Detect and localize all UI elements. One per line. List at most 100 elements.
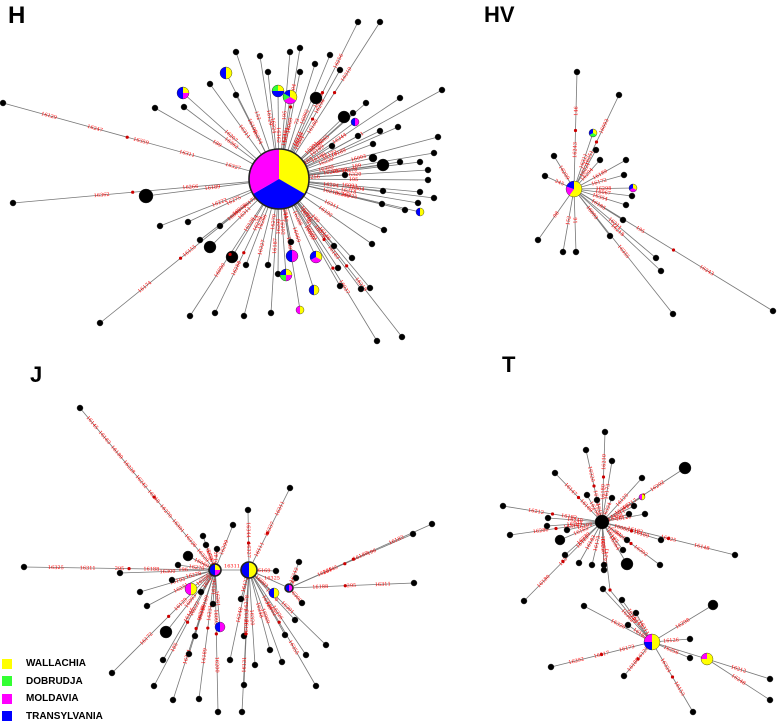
- haplotype-node: [593, 496, 601, 504]
- mutation-label: 16344: [245, 522, 251, 538]
- haplotype-node: [195, 695, 203, 703]
- network-edge: [278, 178, 403, 338]
- network-edge: [248, 569, 286, 636]
- mutation-label: 16261: [213, 590, 220, 606]
- mutation-label: 91: [304, 219, 313, 228]
- mutation-label: 16300: [159, 569, 175, 575]
- haplotype-outline: [272, 567, 280, 575]
- haplotype-node: [379, 187, 387, 195]
- haplotype-outline: [700, 652, 714, 666]
- haplotype-sector: [620, 217, 626, 223]
- median-vector: [214, 632, 218, 636]
- haplotype-sector: [642, 494, 645, 500]
- haplotype-node: [168, 576, 176, 584]
- haplotype-sector: [639, 494, 642, 500]
- haplotype-sector: [327, 52, 333, 58]
- median-vector: [127, 567, 131, 571]
- haplotype-node: [341, 171, 349, 179]
- haplotype-outline: [326, 51, 334, 59]
- haplotype-sector: [363, 100, 369, 106]
- network-edge: [573, 187, 634, 190]
- haplotype-node: [559, 248, 567, 256]
- mutation-label: 16093: [285, 236, 293, 253]
- haplotype-sector: [355, 133, 361, 139]
- haplotype-node: [376, 158, 390, 172]
- haplotype-node: [268, 587, 280, 599]
- haplotype-sector: [770, 308, 776, 314]
- mutation-label: 16311: [80, 565, 96, 571]
- haplotype-sector: [626, 511, 632, 517]
- haplotype-node: [240, 312, 248, 320]
- mutation-label: 16126: [663, 637, 679, 644]
- mutation-label: 16284: [280, 202, 289, 219]
- haplotype-outline: [168, 576, 176, 584]
- haplotype-outline: [309, 91, 323, 105]
- network-edge: [706, 658, 771, 680]
- mutation-label: 16182: [627, 526, 644, 536]
- haplotype-sector: [652, 634, 660, 650]
- legend-swatch-wallachia: [2, 658, 12, 669]
- haplotype-outline: [620, 672, 628, 680]
- haplotype-outline: [376, 18, 384, 26]
- haplotype-node: [731, 551, 739, 559]
- median-vector: [671, 248, 676, 252]
- haplotype-sector: [355, 19, 361, 25]
- haplotype-outline: [302, 651, 310, 659]
- haplotype-node: [322, 641, 330, 649]
- legend-swatch-transylvania: [2, 711, 12, 722]
- haplotype-outline: [108, 669, 116, 677]
- haplotype-node: [499, 502, 507, 510]
- haplotype-sector: [767, 697, 773, 703]
- mutation-label: 16183: [97, 430, 112, 446]
- haplotype-node: [185, 650, 193, 658]
- haplotype-sector: [286, 269, 292, 275]
- mutation-label: 16231: [206, 605, 214, 622]
- haplotype-sector: [399, 334, 405, 340]
- legend-label-moldavia: MOLDAVIA: [26, 693, 79, 705]
- haplotype-node: [766, 675, 774, 683]
- haplotype-outline: [196, 236, 204, 244]
- haplotype-sector: [616, 92, 622, 98]
- median-vector: [206, 626, 210, 630]
- haplotype-node: [366, 284, 374, 292]
- haplotype-outline: [330, 242, 338, 250]
- network-edge: [248, 569, 256, 666]
- mutation-label: 16228: [121, 459, 136, 475]
- haplotype-node: [608, 494, 616, 502]
- haplotype-node: [248, 148, 310, 210]
- network-edge: [564, 521, 603, 556]
- haplotype-node: [186, 312, 194, 320]
- haplotype-node: [551, 469, 559, 477]
- haplotype-outline: [322, 641, 330, 649]
- haplotype-sector: [323, 642, 329, 648]
- haplotype-sector: [560, 249, 566, 255]
- haplotype-node: [554, 534, 566, 546]
- mutation-label: 16188: [143, 566, 159, 572]
- haplotype-node: [766, 696, 774, 704]
- haplotype-outline: [180, 103, 188, 111]
- median-vector: [636, 657, 640, 661]
- haplotype-sector: [658, 268, 664, 274]
- haplotype-sector: [624, 537, 630, 543]
- haplotype-outline: [689, 708, 697, 716]
- haplotype-sector: [292, 250, 298, 262]
- haplotype-outline: [242, 261, 250, 269]
- haplotype-sector: [653, 255, 659, 261]
- haplotype-outline: [286, 48, 294, 56]
- mutation-label: 16213: [322, 187, 339, 197]
- haplotype-node: [641, 510, 649, 518]
- haplotype-node: [350, 117, 360, 127]
- haplotype-sector: [425, 177, 431, 183]
- mutation-label: 16239: [318, 156, 335, 167]
- haplotype-node: [348, 254, 356, 262]
- mutation-label: 16320: [345, 172, 361, 179]
- mutation-label: 16145: [322, 565, 339, 577]
- haplotype-sector: [272, 85, 278, 91]
- haplotype-outline: [656, 561, 664, 569]
- mutation-label: 16261: [205, 549, 216, 566]
- network-edge: [573, 188, 674, 315]
- haplotype-node: [368, 240, 376, 248]
- haplotype-outline: [620, 557, 634, 571]
- median-vector: [629, 541, 633, 546]
- haplotype-sector: [589, 129, 593, 135]
